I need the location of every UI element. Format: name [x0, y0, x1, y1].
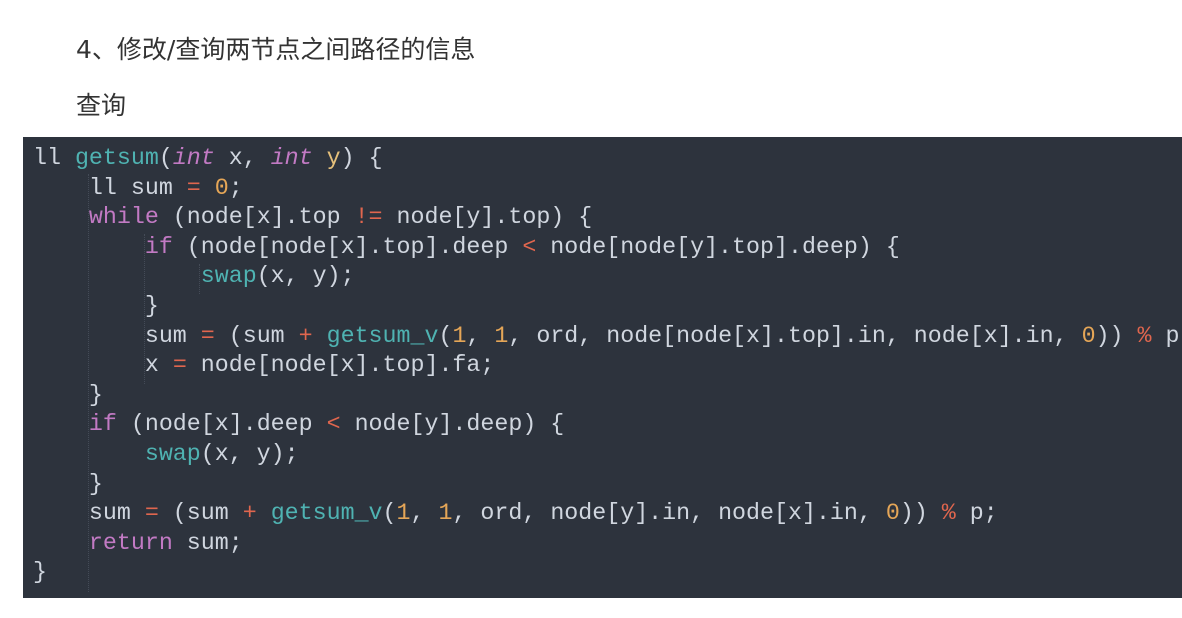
- code-line: if (node[node[x].top].deep < node[node[y…: [33, 232, 900, 262]
- code-token: p;: [1165, 322, 1182, 349]
- indent-guide: [88, 174, 89, 592]
- code-token: (: [438, 322, 453, 349]
- code-line: swap(x, y);: [33, 261, 355, 291]
- code-token: )): [1095, 322, 1138, 349]
- code-token: 0: [1081, 322, 1096, 349]
- code-token: ;: [228, 174, 243, 201]
- code-line: while (node[x].top != node[y].top) {: [33, 202, 592, 232]
- code-token: [313, 145, 327, 171]
- code-token: int: [172, 145, 215, 171]
- code-token: =: [186, 174, 201, 201]
- code-token: (x, y);: [256, 263, 355, 290]
- code-line: sum = (sum + getsum_v(1, 1, ord, node[y]…: [33, 498, 998, 528]
- code-token: 1: [396, 500, 411, 527]
- code-token: x,: [214, 145, 271, 171]
- code-token: , ord, node[y].in, node[x].in,: [452, 500, 886, 527]
- code-token: node[node[y].top].deep) {: [536, 233, 900, 260]
- code-token: %: [941, 500, 956, 527]
- code-token: (sum: [158, 500, 243, 527]
- code-token: while: [88, 204, 159, 231]
- code-token: sum: [33, 500, 145, 527]
- code-token: =: [172, 352, 187, 379]
- indent-guide: [144, 234, 145, 384]
- code-line: ll sum = 0;: [33, 173, 243, 203]
- code-token: node[y].top) {: [382, 204, 593, 231]
- code-token: ll: [33, 145, 75, 171]
- code-token: 0: [214, 174, 229, 201]
- code-token: 1: [452, 322, 467, 349]
- code-line: }: [33, 469, 103, 499]
- code-token: sum;: [172, 529, 243, 556]
- code-token: [33, 263, 201, 289]
- code-token: }: [33, 293, 159, 319]
- code-token: ,: [410, 500, 439, 527]
- code-token: x: [33, 352, 173, 379]
- code-token: 1: [494, 322, 509, 349]
- code-token: 0: [885, 500, 900, 527]
- code-token: !=: [354, 204, 383, 231]
- code-token: (: [382, 500, 397, 527]
- code-line: ll getsum(int x, int y) {: [33, 143, 383, 173]
- code-token: swap: [200, 263, 257, 290]
- code-token: int: [270, 145, 313, 171]
- code-token: [33, 234, 145, 260]
- code-token: getsum_v: [270, 500, 383, 527]
- code-line: if (node[x].deep < node[y].deep) {: [33, 409, 564, 439]
- code-token: }: [33, 559, 47, 586]
- code-token: =: [200, 322, 215, 349]
- code-token: [257, 500, 271, 526]
- code-line: }: [33, 380, 103, 410]
- subsection-heading: 查询: [76, 91, 127, 120]
- code-line: }: [33, 291, 159, 321]
- indent-guide: [199, 264, 200, 294]
- code-token: [313, 323, 327, 349]
- code-token: )): [899, 500, 942, 527]
- code-token: (node[node[x].top].deep: [172, 233, 523, 260]
- code-token: +: [242, 500, 257, 527]
- code-token: node[y].deep) {: [340, 411, 565, 438]
- code-token: , ord, node[node[x].top].in, node[x].in,: [508, 322, 1082, 349]
- code-token: (sum: [214, 322, 299, 349]
- code-token: +: [298, 322, 313, 349]
- code-line: }: [33, 557, 47, 587]
- code-token: return: [88, 529, 173, 556]
- code-line: swap(x, y);: [33, 439, 299, 469]
- code-token: y: [326, 145, 341, 171]
- code-token: <: [326, 411, 341, 438]
- code-token: }: [33, 470, 103, 497]
- code-token: getsum_v: [326, 322, 439, 349]
- code-token: (: [158, 145, 173, 171]
- code-line: x = node[node[x].top].fa;: [33, 350, 495, 380]
- code-token: (node[x].top: [158, 204, 355, 231]
- code-token: =: [144, 500, 159, 527]
- code-token: ll sum: [33, 174, 187, 201]
- code-block: ll getsum(int x, int y) { ll sum = 0; wh…: [23, 137, 1182, 598]
- code-token: getsum: [74, 145, 159, 171]
- code-token: [201, 175, 215, 201]
- code-line: return sum;: [33, 528, 243, 558]
- code-token: [33, 530, 89, 556]
- code-token: p;: [955, 500, 998, 527]
- code-token: %: [1137, 322, 1152, 349]
- code-token: [33, 411, 89, 437]
- code-token: (x, y);: [200, 441, 299, 467]
- code-token: node[node[x].top].fa;: [186, 352, 495, 379]
- code-token: (node[x].deep: [116, 411, 327, 438]
- code-line: sum = (sum + getsum_v(1, 1, ord, node[no…: [33, 321, 1182, 351]
- code-token: [33, 441, 145, 467]
- section-heading: 4、修改/查询两节点之间路径的信息: [76, 35, 476, 64]
- code-token: ) {: [340, 145, 383, 171]
- code-token: }: [33, 381, 103, 408]
- code-token: sum: [33, 322, 201, 349]
- code-token: <: [522, 233, 537, 260]
- code-token: [33, 204, 89, 230]
- code-token: ,: [466, 322, 495, 349]
- code-token: if: [144, 233, 173, 260]
- code-token: 1: [438, 500, 453, 527]
- code-token: if: [88, 411, 117, 438]
- code-token: swap: [144, 441, 201, 467]
